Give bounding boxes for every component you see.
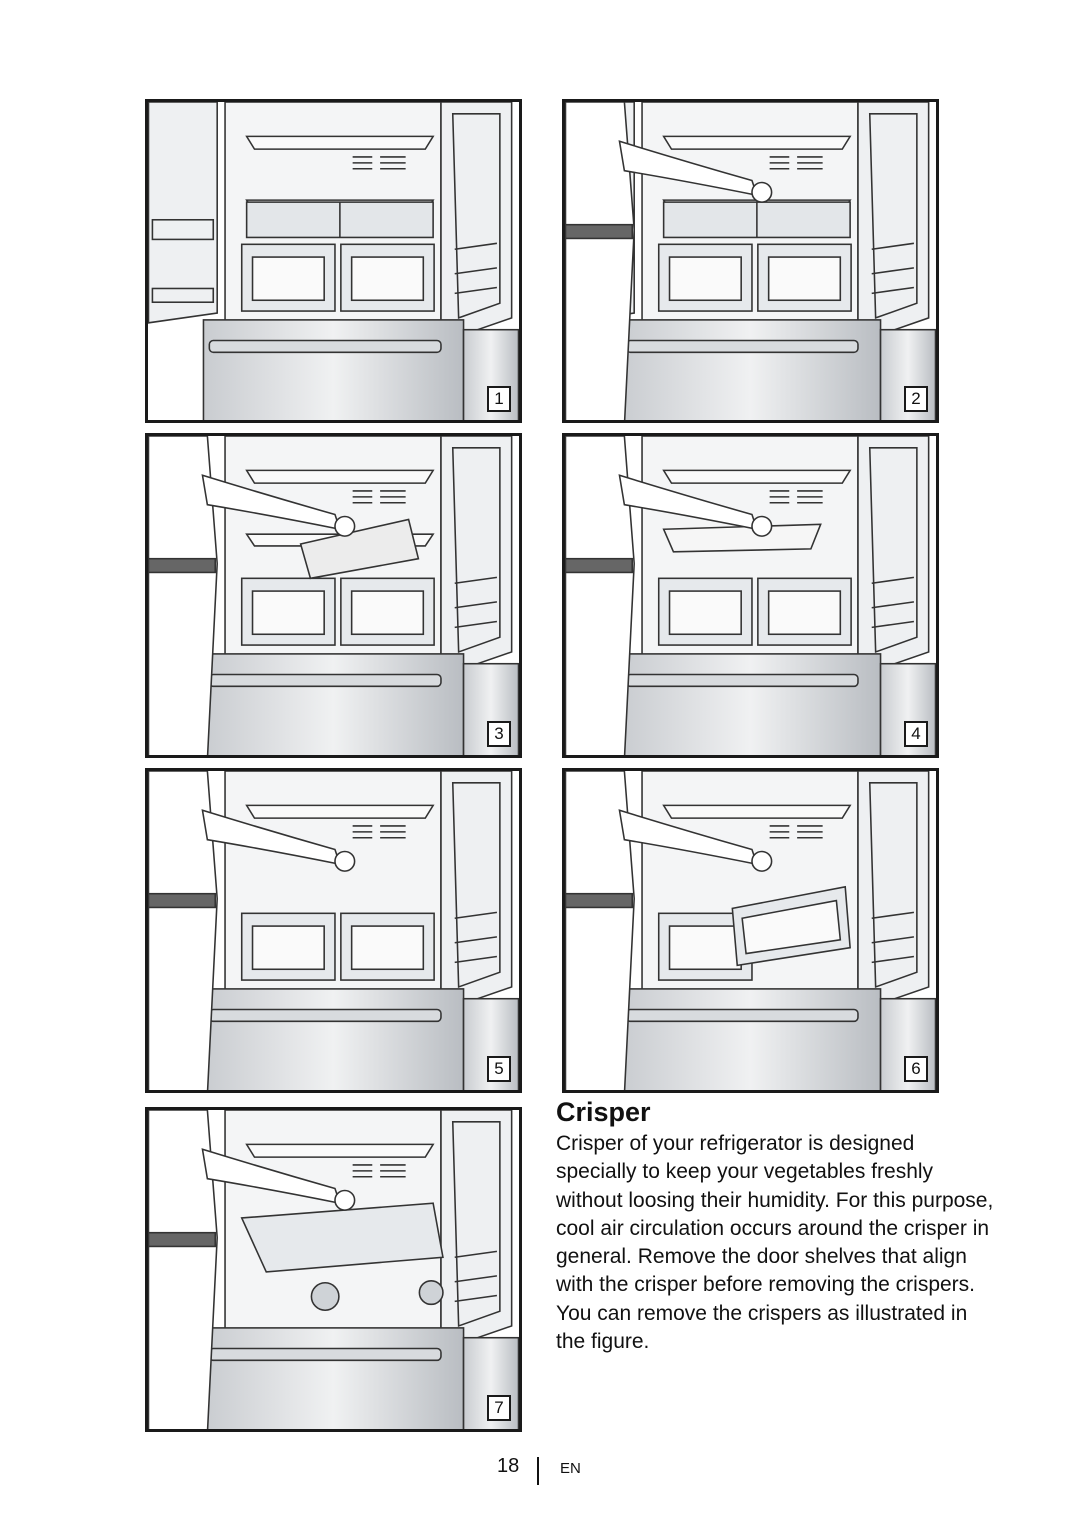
step-number-3: 3 bbox=[487, 721, 511, 747]
section-title: Crisper bbox=[556, 1097, 651, 1127]
fridge-illustration-6 bbox=[565, 771, 936, 1090]
fridge-illustration-7 bbox=[148, 1110, 519, 1429]
language-code: EN bbox=[560, 1460, 581, 1477]
figure-step-7: 7 bbox=[145, 1107, 522, 1432]
footer-divider bbox=[537, 1457, 539, 1485]
page-number: 18 bbox=[497, 1455, 520, 1477]
fridge-illustration-1 bbox=[148, 102, 519, 420]
step-number-7: 7 bbox=[487, 1395, 511, 1421]
fridge-illustration-4 bbox=[565, 436, 936, 755]
figure-step-3: 3 bbox=[145, 433, 522, 758]
step-number-1: 1 bbox=[487, 386, 511, 412]
fridge-illustration-5 bbox=[148, 771, 519, 1090]
fridge-illustration-2 bbox=[565, 102, 936, 420]
figure-step-5: 5 bbox=[145, 768, 522, 1093]
step-number-6: 6 bbox=[904, 1056, 928, 1082]
section-body: Crisper of your refrigerator is designed… bbox=[556, 1132, 994, 1354]
figure-step-2: 2 bbox=[562, 99, 939, 423]
page-footer: 18 EN bbox=[0, 1455, 1080, 1485]
step-number-2: 2 bbox=[904, 386, 928, 412]
step-number-4: 4 bbox=[904, 721, 928, 747]
figure-step-1: 1 bbox=[145, 99, 522, 423]
fridge-illustration-3 bbox=[148, 436, 519, 755]
step-number-5: 5 bbox=[487, 1056, 511, 1082]
figure-step-4: 4 bbox=[562, 433, 939, 758]
figure-step-6: 6 bbox=[562, 768, 939, 1093]
